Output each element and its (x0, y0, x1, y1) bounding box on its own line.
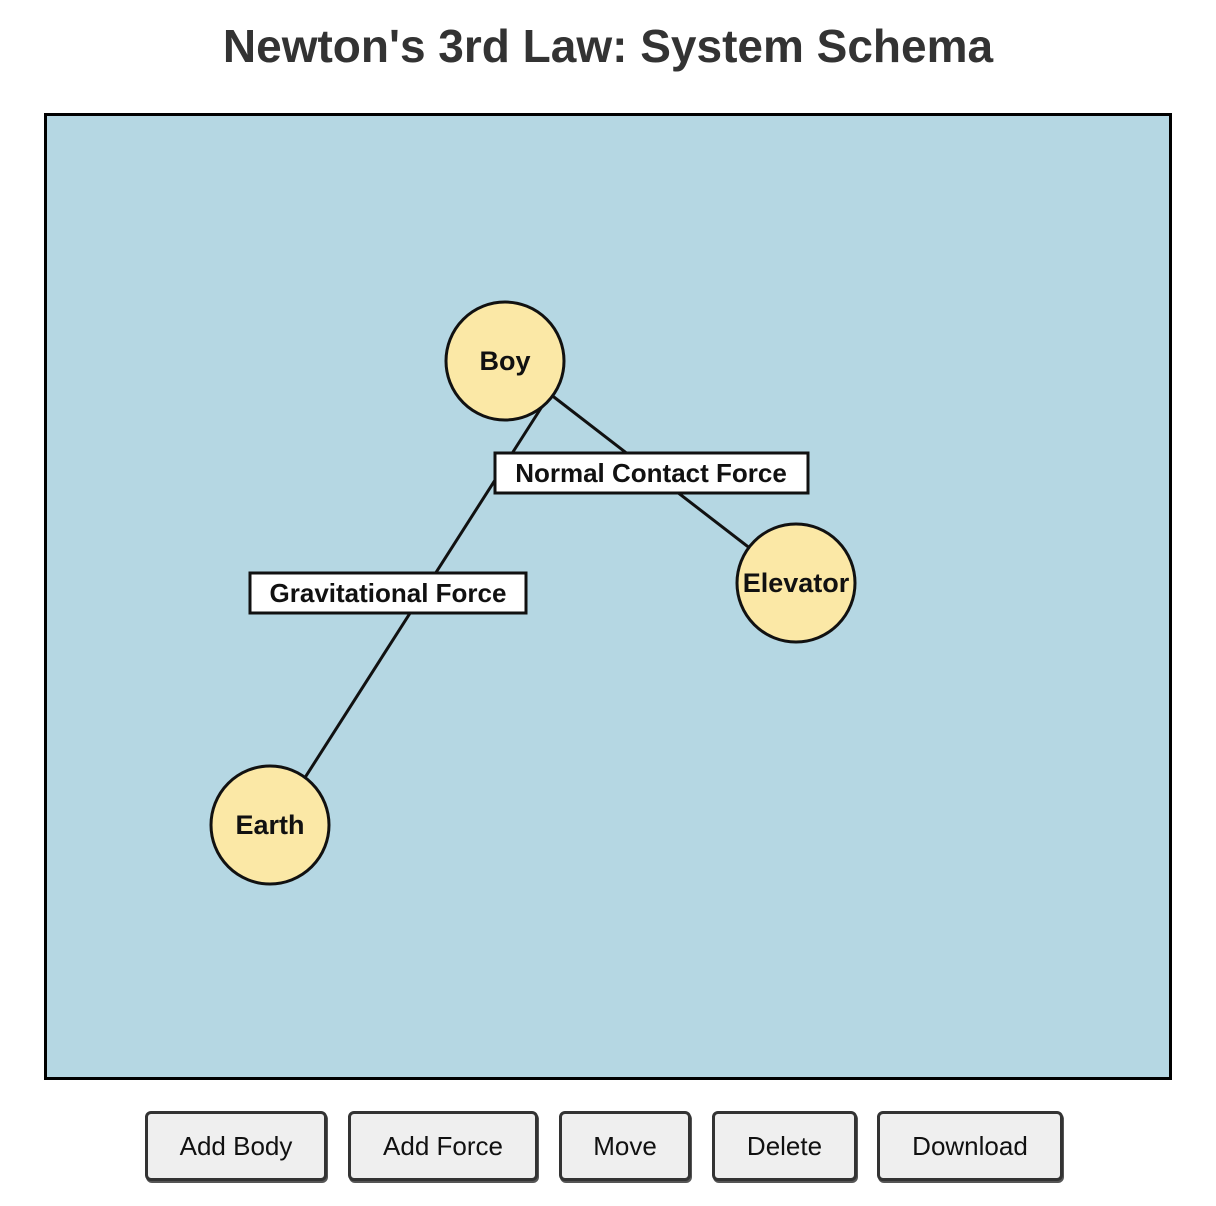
force-label-box (248, 571, 528, 615)
body-label: Boy (479, 346, 530, 376)
body-boy[interactable]: Boy (444, 300, 566, 422)
body-circle (444, 300, 566, 422)
body-label: Earth (235, 810, 304, 840)
download-button[interactable]: Download (877, 1111, 1063, 1181)
schema-canvas[interactable]: Normal Contact Force Gravitational Force… (44, 113, 1172, 1080)
force-label-normal-contact[interactable]: Normal Contact Force (493, 451, 810, 495)
delete-button[interactable]: Delete (712, 1111, 857, 1181)
body-elevator[interactable]: Elevator (735, 522, 857, 644)
move-button[interactable]: Move (559, 1111, 691, 1181)
force-label-gravitational[interactable]: Gravitational Force (248, 571, 528, 615)
schema-svg[interactable]: Normal Contact Force Gravitational Force… (47, 116, 1169, 1077)
body-label: Elevator (743, 568, 850, 598)
add-force-button[interactable]: Add Force (348, 1111, 538, 1181)
force-label-text: Normal Contact Force (515, 458, 787, 488)
force-label-box (493, 451, 810, 495)
force-label-text: Gravitational Force (270, 578, 507, 608)
body-circle (209, 764, 331, 886)
add-body-button[interactable]: Add Body (145, 1111, 327, 1181)
body-circle (735, 522, 857, 644)
toolbar: Add Body Add Force Move Delete Download (0, 1111, 1216, 1181)
page-title: Newton's 3rd Law: System Schema (222, 20, 994, 72)
body-earth[interactable]: Earth (209, 764, 331, 886)
